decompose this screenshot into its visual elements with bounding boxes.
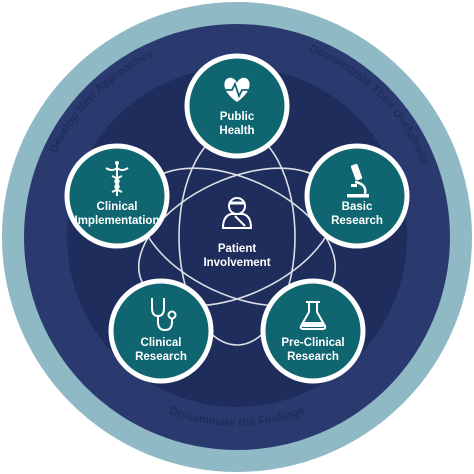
node-basic-research-line2: Research — [331, 215, 383, 227]
node-public-health-line1: Public — [220, 111, 255, 123]
node-basic-research[interactable]: Basic Research — [304, 143, 410, 249]
heart-pulse-icon — [223, 77, 251, 102]
node-public-health[interactable]: Public Health — [184, 53, 290, 159]
center-node: Patient Involvement — [203, 197, 271, 269]
node-clinical-research-line1: Clinical — [141, 337, 182, 349]
flask-icon — [299, 301, 327, 330]
microscope-icon — [347, 163, 369, 198]
stethoscope-icon — [151, 298, 177, 332]
node-clinical-research-line2: Research — [135, 351, 187, 363]
node-basic-research-line1: Basic — [342, 201, 373, 213]
node-pre-clinical-research[interactable]: Pre-Clinical Research — [260, 278, 366, 384]
node-public-health-line2: Health — [219, 125, 254, 137]
center-label-line2: Involvement — [203, 257, 270, 269]
patient-icon — [221, 197, 253, 229]
node-clinical-implementation-line1: Clinical — [97, 201, 138, 213]
node-pre-clinical-research-line1: Pre-Clinical — [281, 337, 344, 349]
center-label-line1: Patient — [218, 243, 257, 255]
node-clinical-implementation[interactable]: Clinical Implementation — [64, 143, 170, 249]
node-clinical-research[interactable]: Clinical Research — [108, 278, 214, 384]
node-pre-clinical-research-line2: Research — [287, 351, 339, 363]
caduceus-icon — [105, 161, 129, 196]
node-clinical-implementation-line2: Implementation — [75, 215, 160, 227]
